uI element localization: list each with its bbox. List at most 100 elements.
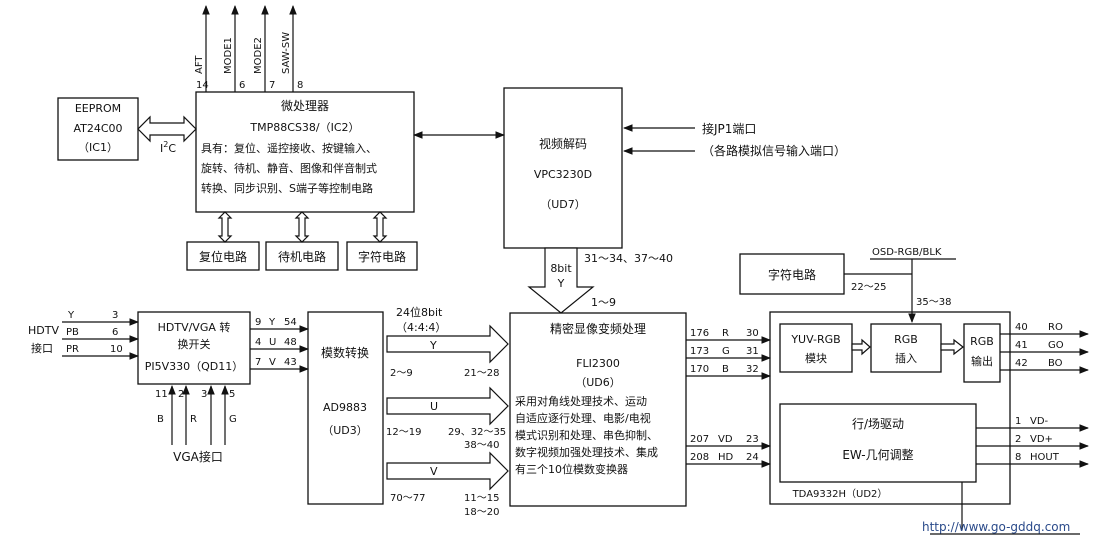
aft-label: AFT: [194, 55, 205, 74]
fli-b-sig: B: [722, 364, 729, 375]
vga-label: VGA接口: [173, 449, 223, 464]
fli-b-pin: 170: [690, 364, 709, 375]
adc-v-left-pins: 70～77: [390, 493, 425, 504]
switch-box: [137, 311, 251, 385]
switch-v-pin2: 43: [284, 357, 297, 368]
switch-y-pin2: 54: [284, 317, 297, 328]
hout-sig: HOUT: [1030, 452, 1060, 463]
char-link: [372, 211, 388, 243]
adc-y-arrow: [386, 324, 509, 364]
mode2-label: MODE2: [253, 37, 264, 74]
adc-title: 模数转换: [321, 345, 369, 360]
vga-pin-5: 5: [229, 389, 235, 400]
tda-name: TDA9332H（UD2）: [792, 488, 888, 500]
adc-box: [307, 311, 384, 505]
fli-desc-5: 有三个10位模数变换器: [515, 462, 628, 476]
adc-chip: AD9883: [323, 401, 367, 414]
adc-u-arrow: [386, 386, 509, 426]
osd-pins: 35～38: [916, 297, 951, 308]
rgb-insert-sub-label: 插入: [895, 351, 917, 365]
bo-pin: 42: [1015, 358, 1028, 369]
mode2-pin: 7: [269, 80, 275, 91]
osd-label: OSD-RGB/BLK: [872, 247, 942, 258]
adc-v-right-pins: 11～15: [464, 493, 499, 504]
fli-g-pin: 173: [690, 346, 709, 357]
vd-plus-pin: 2: [1015, 434, 1021, 445]
fli-desc-1: 采用对角线处理技术、运动: [515, 394, 647, 408]
standby-link: [294, 211, 310, 243]
fli-vd-pin2: 23: [746, 434, 759, 445]
reset-link: [217, 211, 233, 243]
go-pin: 41: [1015, 340, 1028, 351]
ro-sig: RO: [1048, 322, 1063, 333]
drive-sub-label: EW-几何调整: [842, 447, 913, 462]
i2c-label: I2C: [160, 140, 176, 155]
mode1-label: MODE1: [223, 37, 234, 74]
fli-desc-3: 模式识别和处理、串色抑制、: [515, 428, 658, 442]
vga-r-label: R: [190, 414, 197, 425]
yuv-rgb-label: YUV-RGB: [790, 333, 840, 346]
fli-top-pins: 1～9: [591, 296, 616, 309]
switch-u-pin2: 48: [284, 337, 297, 348]
fli-hd-sig: HD: [718, 452, 734, 463]
vd-minus-sig: VD-: [1030, 416, 1049, 427]
watermark: http://www.go-gddq.com: [922, 520, 1070, 534]
go-sig: GO: [1048, 340, 1064, 351]
switch-title-2: 换开关: [178, 337, 211, 351]
rgb-out-sub-label: 输出: [971, 354, 993, 368]
hdtv-pr-pin: 10: [110, 344, 123, 355]
switch-y-sig: Y: [268, 317, 276, 328]
hdtv-y-name: Y: [67, 310, 75, 321]
reset-box: [186, 241, 260, 271]
mcu-title: 微处理器: [281, 99, 329, 113]
fli-vd-pin: 207: [690, 434, 709, 445]
bo-sig: BO: [1048, 358, 1063, 369]
hdtv-pr-name: PR: [66, 344, 79, 355]
mcu-box: [195, 91, 415, 213]
hout-pin: 8: [1015, 452, 1021, 463]
rgb-out-box: [963, 323, 1001, 383]
fli-b-pin2: 32: [746, 364, 759, 375]
fli-r-sig: R: [722, 328, 729, 339]
bus24-sub-label: （4:4:4）: [396, 321, 446, 334]
drive-label: 行/场驱动: [852, 417, 904, 431]
rgb-out-label: RGB: [970, 335, 994, 348]
fli-vd-sig: VD: [718, 434, 733, 445]
mcu-chip: TMP88CS38/（IC2）: [249, 121, 359, 134]
char2-title: 字符电路: [768, 267, 816, 282]
char-box: [346, 241, 418, 271]
hdtv-sub-label: 接口: [31, 342, 53, 355]
adc-u-sig: U: [430, 400, 438, 413]
fli-ud: （UD6）: [575, 376, 621, 389]
fli-hd-pin2: 24: [746, 452, 759, 463]
saw-sw-label: SAW-SW: [281, 32, 292, 74]
switch-title: HDTV/VGA 转: [158, 320, 231, 334]
saw-sw-pin: 8: [297, 80, 303, 91]
adc-y-sig: Y: [429, 339, 437, 352]
vdec-fli-bus-arrow: [527, 247, 595, 314]
char-label: 字符电路: [358, 249, 406, 264]
rgb-insert-label: RGB: [894, 333, 918, 346]
fli-r-pin: 176: [690, 328, 709, 339]
fli-r-pin2: 30: [746, 328, 759, 339]
eeprom-label: EEPROM: [75, 102, 121, 115]
i2c-bus-arrow: [137, 115, 197, 143]
mcu-desc-1: 具有：复位、遥控接收、按键输入、: [201, 141, 377, 155]
aft-pin: 14: [196, 80, 209, 91]
vga-pin-2: 2: [178, 389, 184, 400]
fli-desc-2: 自适应逐行处理、电影/电视: [515, 411, 651, 425]
vdec-bus-width: 8bit: [550, 262, 572, 275]
mcu-desc-2: 旋转、待机、静音、图像和伴音制式: [201, 161, 377, 175]
fli-g-pin2: 31: [746, 346, 759, 357]
ro-pin: 40: [1015, 322, 1028, 333]
vd-plus-sig: VD+: [1030, 434, 1053, 445]
vga-pin-3: 3: [201, 389, 207, 400]
fli-chip: FLI2300: [576, 357, 620, 370]
yuv-rgb-sub-label: 模块: [805, 352, 827, 365]
adc-u-right-pins: 29、32～35: [448, 427, 506, 438]
tda-box: [769, 311, 1011, 505]
fli-title: 精密显像变频处理: [550, 321, 646, 336]
adc-v-sig: V: [430, 465, 438, 478]
drive-box: [779, 403, 977, 483]
bus24-label: 24位8bit: [396, 305, 443, 319]
